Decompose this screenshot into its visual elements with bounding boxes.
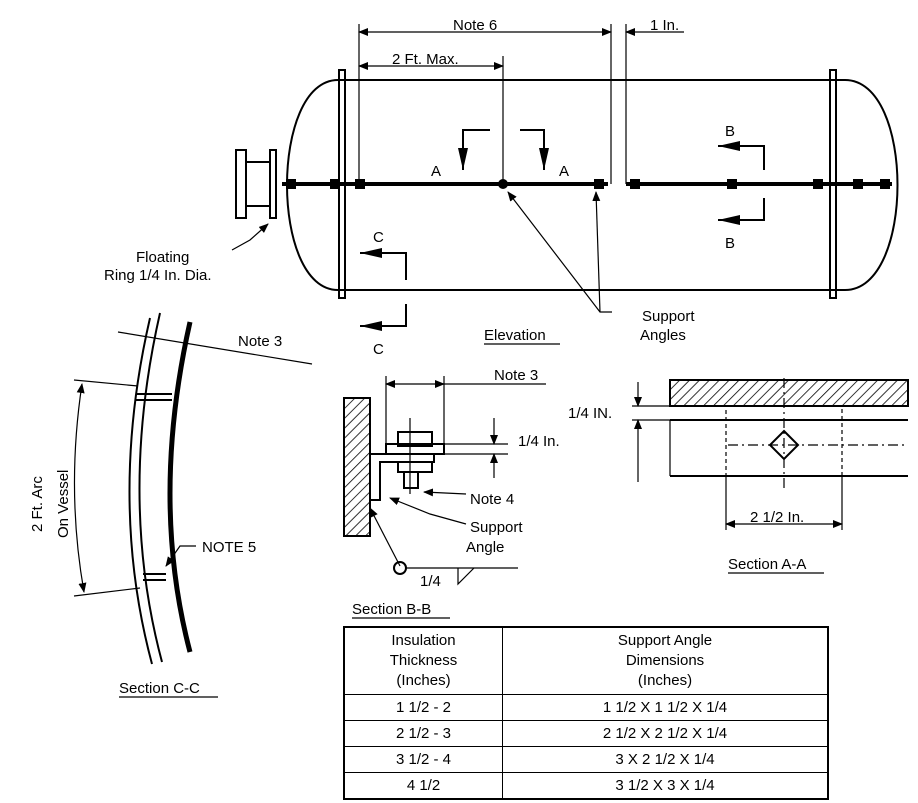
support-angle-label-1: Support xyxy=(470,519,523,536)
section-c-top-label: C xyxy=(373,229,384,246)
section-b-bottom-label: B xyxy=(725,235,735,252)
note5-label: NOTE 5 xyxy=(202,539,256,556)
cell-thickness: 2 1/2 - 3 xyxy=(343,720,503,747)
cell-thickness: 3 1/2 - 4 xyxy=(343,746,503,773)
two-half-in-label: 2 1/2 In. xyxy=(750,509,804,526)
bb-quarter-in-label: 1/4 In. xyxy=(518,433,560,450)
table-row: 3 1/2 - 4 3 X 2 1/2 X 1/4 xyxy=(343,746,829,773)
section-bb-title: Section B-B xyxy=(352,601,431,618)
vessel-wall-hatched xyxy=(343,397,371,537)
arc-dimension-line xyxy=(73,383,87,593)
aa-clip-diamond-icon xyxy=(768,429,800,461)
ring-band-outer xyxy=(128,317,153,665)
section-a-right-label: A xyxy=(559,163,569,180)
cell-dimensions: 3 X 2 1/2 X 1/4 xyxy=(502,746,829,773)
aa-vessel-wall-hatched xyxy=(669,379,909,407)
header-support-angle-dimensions: Support Angle Dimensions (Inches) xyxy=(502,626,829,695)
table-row: 1 1/2 - 2 1 1/2 X 1 1/2 X 1/4 xyxy=(343,694,829,721)
floating-ring-label-2: Ring 1/4 In. Dia. xyxy=(104,267,212,284)
section-b-top-label: B xyxy=(725,123,735,140)
nozzle-neck xyxy=(245,161,271,207)
ring-band-inner xyxy=(138,312,163,663)
vessel-shell xyxy=(286,79,899,291)
note4-label: Note 4 xyxy=(470,491,514,508)
floating-ring-label-1: Floating xyxy=(136,249,189,266)
section-bb-view: Note 3 1/4 In. Note 4 Support Angle 1/4 … xyxy=(343,367,560,619)
cell-dimensions: 2 1/2 X 2 1/2 X 1/4 xyxy=(502,720,829,747)
elevation-view: Note 6 1 In. 2 Ft. Max. A A B B C C Floa… xyxy=(104,17,899,358)
section-c-bottom-label: C xyxy=(373,341,384,358)
section-a-left-label: A xyxy=(431,163,441,180)
ring-clip-dots xyxy=(286,179,890,189)
cell-dimensions: 1 1/2 X 1 1/2 X 1/4 xyxy=(502,694,829,721)
arc-label-2: On Vessel xyxy=(55,470,72,538)
header-insulation-thickness: Insulation Thickness (Inches) xyxy=(343,626,503,695)
section-cc-note3-label: Note 3 xyxy=(238,333,282,350)
support-angle-label-2: Angle xyxy=(466,539,504,556)
one-inch-label: 1 In. xyxy=(650,17,679,34)
nozzle-flange-2 xyxy=(269,149,277,219)
vessel-wall-arc xyxy=(167,321,193,653)
table-row: 4 1/2 3 1/2 X 3 X 1/4 xyxy=(343,772,829,800)
two-ft-max-label: 2 Ft. Max. xyxy=(392,51,459,68)
support-angle-table: Insulation Thickness (Inches) Support An… xyxy=(343,626,829,800)
cell-thickness: 4 1/2 xyxy=(343,772,503,800)
note6-label: Note 6 xyxy=(453,17,497,34)
support-angles-label-2: Angles xyxy=(640,327,686,344)
section-aa-view: 1/4 IN. 2 1/2 In. Section A-A xyxy=(568,378,909,574)
arc-label-1: 2 Ft. Arc xyxy=(29,476,46,532)
table-row: 2 1/2 - 3 2 1/2 X 2 1/2 X 1/4 xyxy=(343,720,829,747)
cell-dimensions: 3 1/2 X 3 X 1/4 xyxy=(502,772,829,800)
support-angles-label-1: Support xyxy=(642,308,695,325)
section-aa-title: Section A-A xyxy=(728,556,806,573)
section-cc-title: Section C-C xyxy=(119,680,200,697)
support-angle-shape xyxy=(370,453,435,501)
section-bb-note3-label: Note 3 xyxy=(494,367,538,384)
weld-all-around-icon xyxy=(393,561,407,575)
nozzle-flange xyxy=(235,149,247,219)
elevation-title: Elevation xyxy=(484,327,546,344)
cell-thickness: 1 1/2 - 2 xyxy=(343,694,503,721)
weld-size-label: 1/4 xyxy=(420,573,441,590)
aa-quarter-in-label: 1/4 IN. xyxy=(568,405,612,422)
section-cc-view: Note 3 2 Ft. Arc On Vessel NOTE 5 Sectio… xyxy=(29,312,313,698)
table-header-row: Insulation Thickness (Inches) Support An… xyxy=(343,626,829,695)
